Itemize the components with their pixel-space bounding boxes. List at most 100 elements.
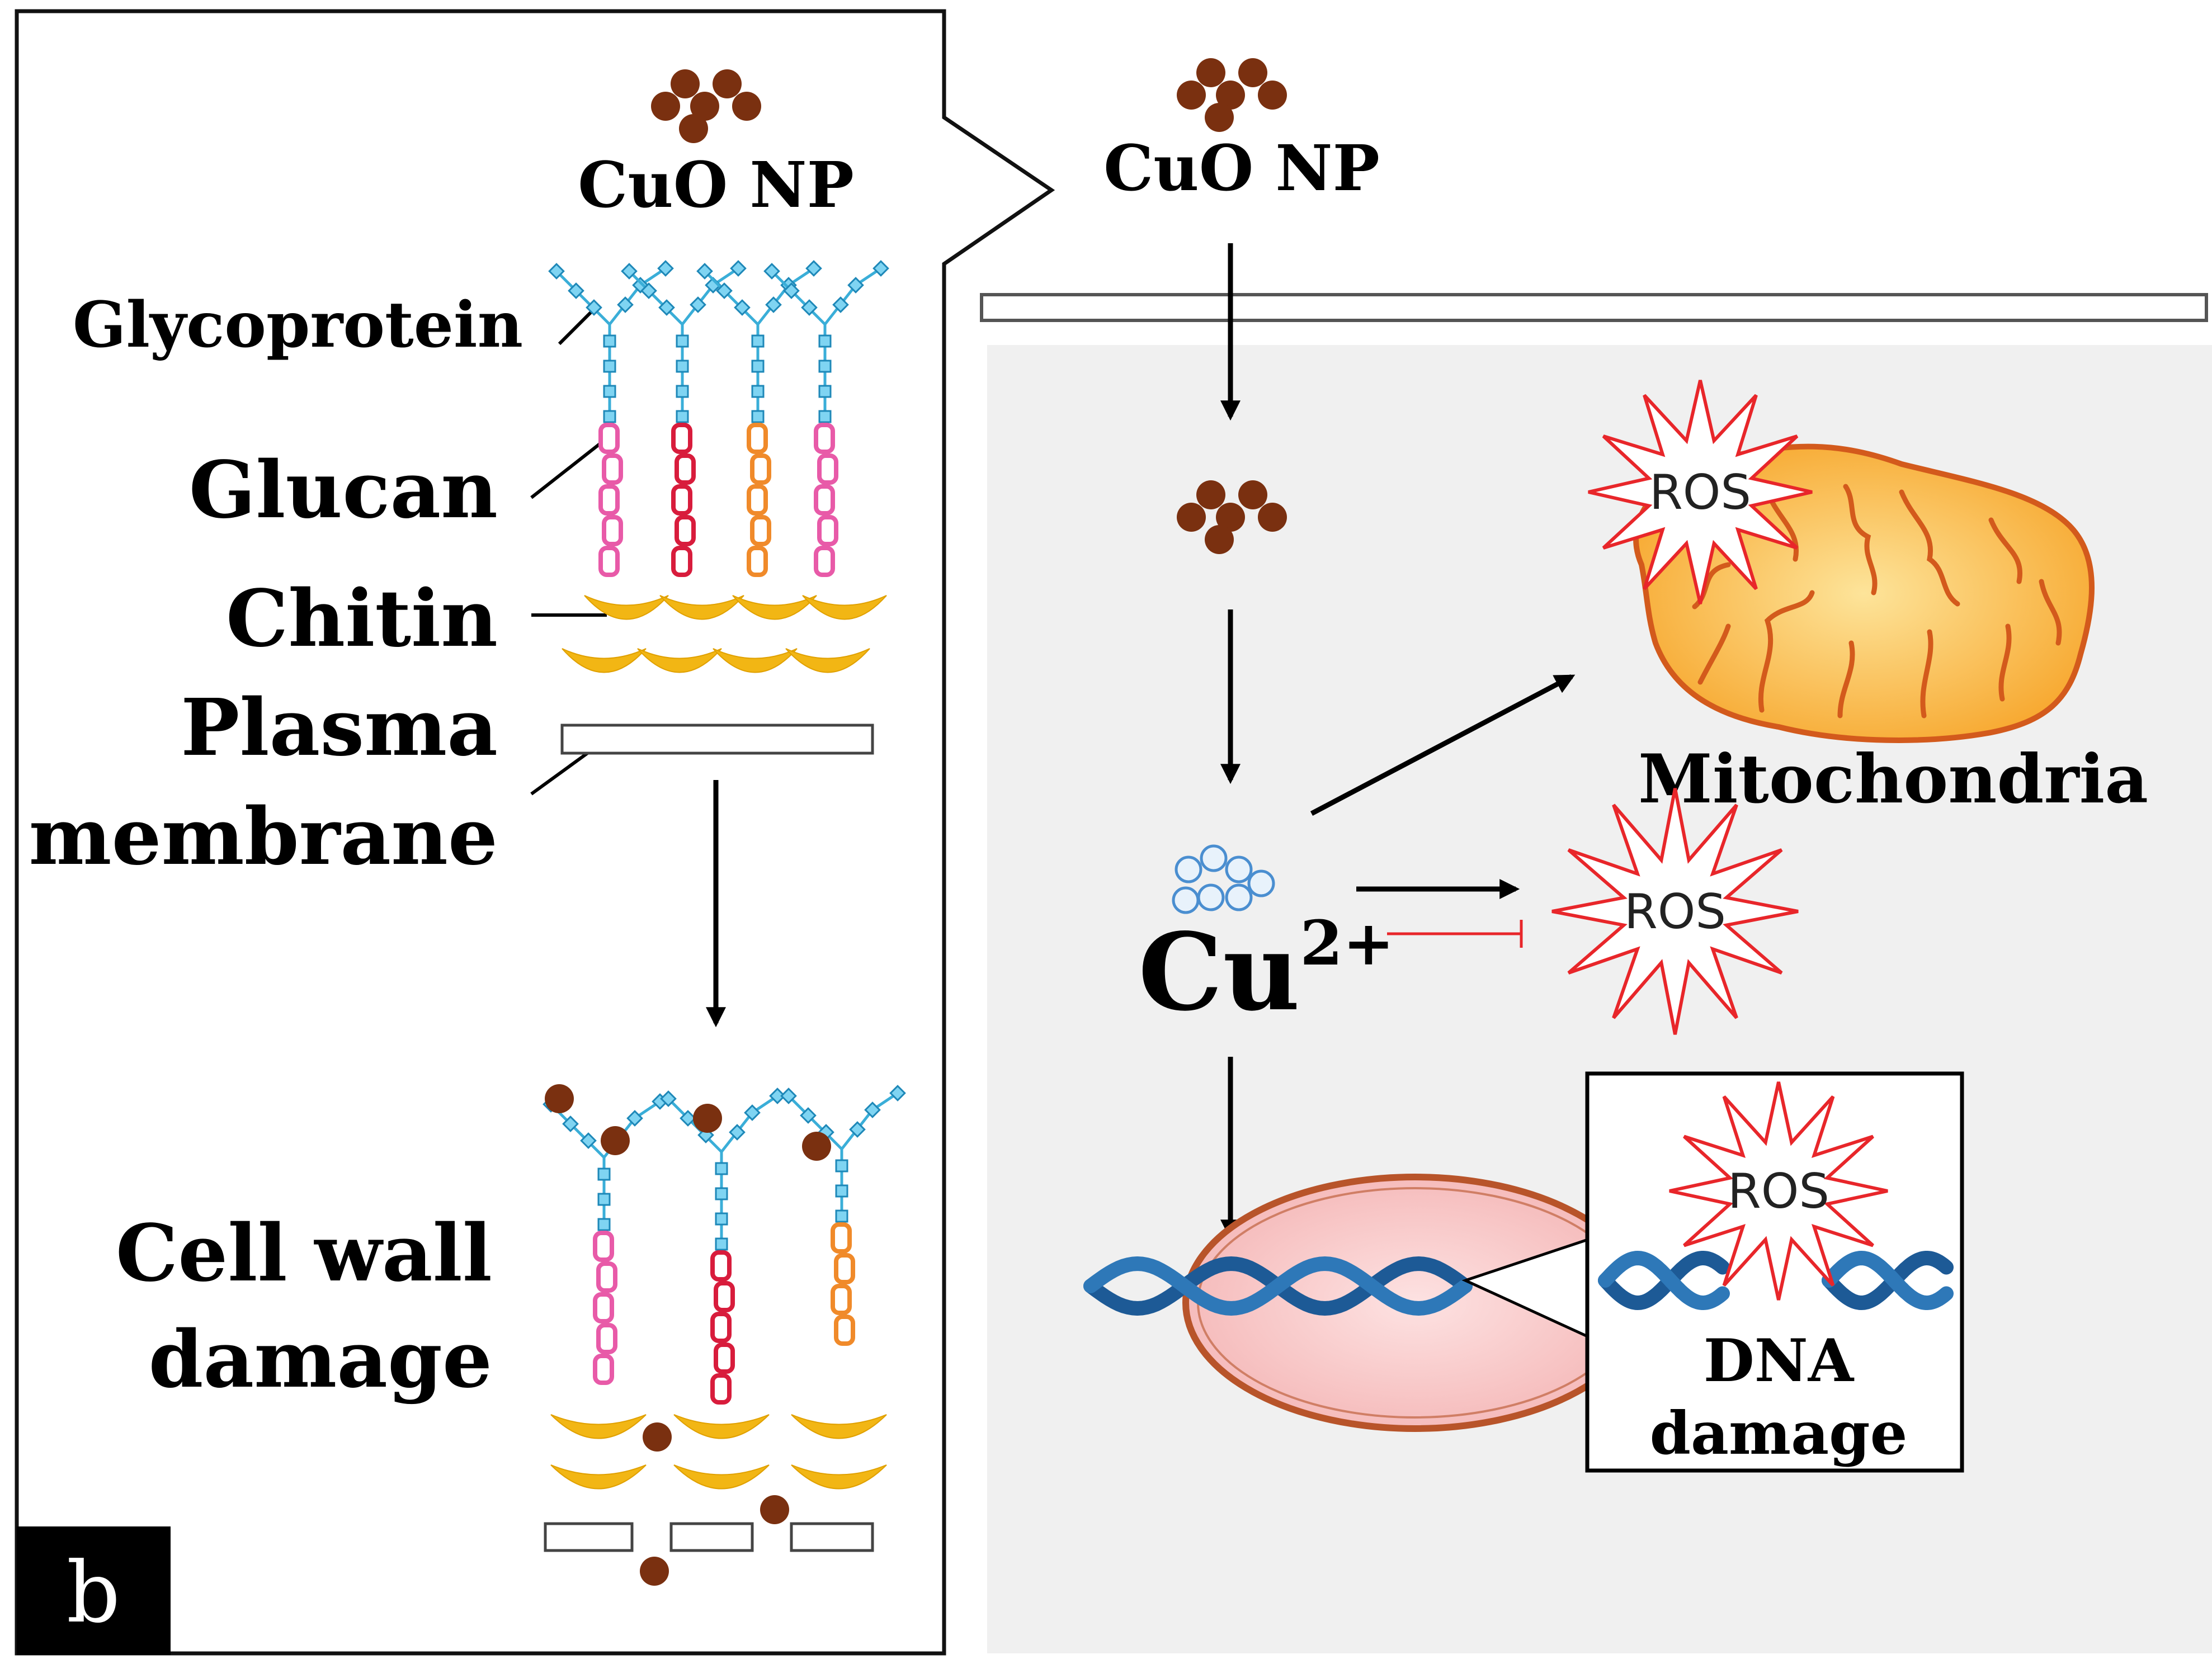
glucan-unit: [814, 484, 835, 516]
nanoparticle: [1205, 525, 1234, 554]
glycoprotein-unit: [617, 296, 634, 313]
nanoparticle: [732, 92, 761, 121]
glycoprotein-unit: [621, 263, 638, 280]
chitin-crescent: [584, 595, 669, 620]
copper-ions: [1172, 844, 1275, 914]
glycoprotein-unit: [805, 260, 822, 277]
glucan-unit: [675, 515, 696, 546]
glucan-unit: [671, 484, 692, 516]
glycoprotein-unit: [562, 1115, 579, 1132]
chitin-crescent: [713, 648, 798, 673]
glycoprotein-unit: [603, 410, 616, 423]
chitin-crescent: [791, 1414, 887, 1439]
glycoprotein-unit: [835, 1184, 848, 1198]
copper-ion: [1172, 886, 1200, 914]
panel-letter-badge: b: [17, 1526, 171, 1655]
left-panel-callout: [15, 9, 1055, 1656]
glycoprotein-unit: [660, 1090, 677, 1107]
glycoprotein-unit: [835, 1159, 848, 1173]
chitin-label: Chitin: [226, 573, 498, 665]
glucan-unit: [593, 1292, 614, 1323]
ros-star: [1588, 380, 1813, 604]
chitin-crescent: [562, 648, 647, 673]
glycoprotein-unit: [835, 1209, 848, 1223]
copper-ion: [1175, 855, 1202, 883]
glycoprotein-unit: [818, 360, 832, 373]
glucan-unit: [750, 453, 771, 485]
nanoparticle-cluster-extracellular: [1177, 58, 1287, 132]
ros-label: ROS: [1728, 1164, 1829, 1219]
glucan-unit: [714, 1281, 735, 1312]
copper-ion: [1197, 883, 1225, 911]
nanoparticle: [1216, 81, 1245, 110]
chitin-crescent: [802, 595, 887, 620]
damaged-cell-wall: [543, 1084, 906, 1586]
membrane-fragment: [544, 1522, 634, 1552]
glucan-unit: [834, 1315, 855, 1346]
glycoprotein-unit: [603, 360, 616, 373]
dna-damage-label-line1: DNA: [1704, 1326, 1855, 1395]
glycoprotein-unit: [734, 299, 751, 316]
glycoprotein-unit: [676, 334, 689, 348]
dna-strand: [1822, 1251, 1954, 1311]
glycoprotein-unit: [690, 296, 706, 313]
glucan-unit: [710, 1373, 732, 1405]
glycoprotein-unit: [568, 282, 584, 299]
glycoprotein-unit: [751, 334, 765, 348]
plasma-label-line1: Plasma: [181, 682, 498, 774]
nanoparticle: [1177, 503, 1206, 532]
chitin-crescent: [791, 1464, 887, 1490]
glycoprotein-unit: [586, 299, 602, 316]
nanoparticle-label-left: CuO NP: [578, 149, 854, 222]
nanoparticle: [1205, 103, 1234, 132]
glycoprotein-unit: [676, 410, 689, 423]
nanoparticle: [601, 1126, 630, 1155]
glycoprotein-unit: [580, 1132, 597, 1149]
nanoparticle: [1258, 81, 1287, 110]
glycoprotein-unit: [751, 410, 765, 423]
glucan-unit: [602, 515, 623, 546]
glucan-unit: [710, 1312, 732, 1343]
mitochondria-arrow: [1310, 674, 1576, 816]
glycoprotein-unit: [751, 385, 765, 398]
glucan-unit: [593, 1231, 614, 1262]
glycoprotein-unit: [847, 277, 864, 294]
chitin-crescent: [732, 595, 817, 620]
glycoprotein-unit: [783, 282, 800, 299]
nanoparticle: [1238, 480, 1267, 509]
chitin-crescent: [637, 648, 722, 673]
glycoprotein-unit: [597, 1218, 611, 1231]
ros-star: [1551, 788, 1799, 1035]
glucan-unit: [831, 1284, 852, 1315]
glycoprotein-unit: [657, 260, 674, 277]
glucan-unit: [750, 515, 771, 546]
glucan-leader: [530, 434, 611, 499]
nanoparticle-label-right: CuO NP: [1103, 132, 1380, 205]
glucan-unit: [598, 484, 620, 516]
glycoprotein-unit: [548, 263, 565, 280]
copper-ion: [1225, 883, 1253, 911]
glycoprotein-unit: [640, 282, 657, 299]
glucan-unit: [675, 453, 696, 485]
glycoprotein-unit: [603, 385, 616, 398]
nanoparticle: [1196, 58, 1225, 87]
glucan-unit: [831, 1222, 852, 1254]
glycoprotein-unit: [729, 1124, 746, 1141]
nanoparticle-cluster-top-left: [651, 69, 761, 143]
nanoparticle: [671, 69, 700, 98]
glycoprotein-unit: [818, 334, 832, 348]
broken-membrane: [544, 1522, 874, 1552]
dna-strand: [1822, 1250, 1954, 1310]
dna-strand: [1598, 1250, 1730, 1310]
dna-damage-label-line2: damage: [1650, 1398, 1908, 1468]
mitochondria-label: Mitochondria: [1638, 740, 2148, 819]
glycoprotein-unit: [603, 334, 616, 348]
glycoprotein-unit: [744, 1104, 761, 1121]
ros-label: ROS: [1624, 884, 1726, 940]
dna-helix: [1083, 1256, 1473, 1316]
copper-ion: [1247, 869, 1275, 897]
glycoprotein-unit: [751, 360, 765, 373]
glycoprotein-unit: [864, 1102, 881, 1118]
glycoprotein-unit: [696, 263, 713, 280]
glycoprotein-unit: [715, 1162, 728, 1175]
